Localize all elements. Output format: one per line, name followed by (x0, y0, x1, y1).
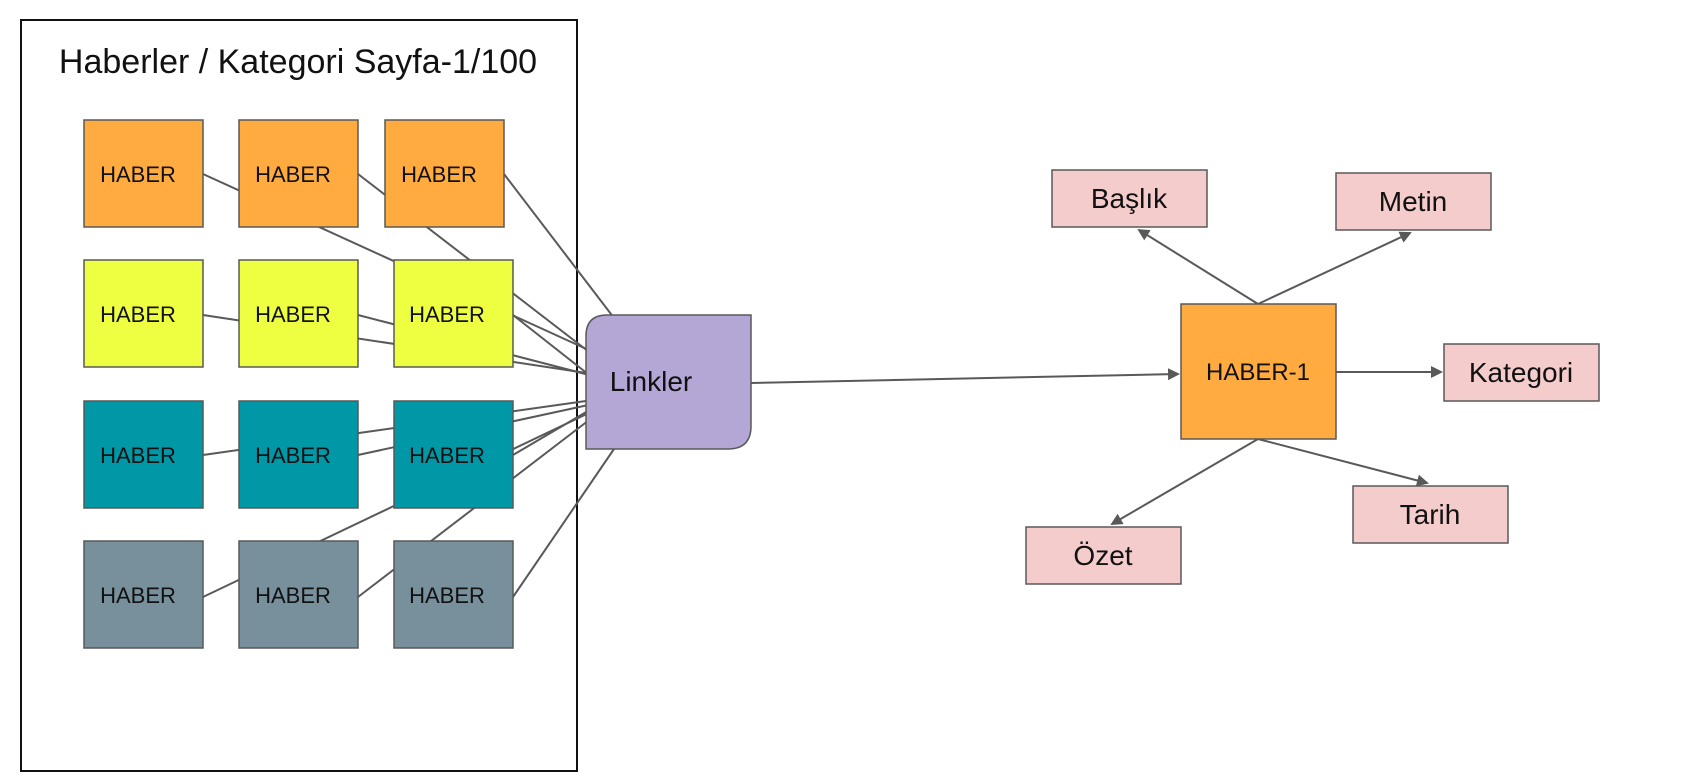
news-tile-label: HABER (255, 583, 331, 608)
news-tile-r4-c3[interactable] (393, 540, 514, 649)
property-label-tarih: Tarih (1400, 499, 1461, 530)
tile-to-hub-connector-6 (512, 314, 594, 379)
links-hub-node[interactable] (585, 314, 752, 450)
tile-to-hub-connector-12 (512, 448, 615, 598)
page-title: Haberler / Kategori Sayfa-1/100 (59, 43, 537, 81)
property-node-baslik[interactable] (1051, 169, 1208, 228)
news-tile-r2-c1[interactable] (83, 259, 204, 368)
news-tile-label: HABER (100, 583, 176, 608)
property-node-tarih[interactable] (1352, 485, 1509, 544)
main-to-baslik-connector (1137, 228, 1259, 305)
news-tile-r1-c1[interactable] (83, 119, 204, 228)
links-hub-label: Linkler (610, 366, 692, 397)
news-tile-label: HABER (401, 162, 477, 187)
property-label-kategori: Kategori (1469, 357, 1573, 388)
property-label-baslik: Başlık (1091, 183, 1168, 214)
property-node-metin[interactable] (1335, 172, 1492, 231)
news-tile-r2-c2[interactable] (238, 259, 359, 368)
news-tile-r3-c1[interactable] (83, 400, 204, 509)
property-label-ozet: Özet (1073, 540, 1132, 571)
main-news-node[interactable] (1180, 303, 1337, 440)
news-tiles-grid: HABER HABER HABER HABER HABER HABER HABE… (83, 119, 514, 649)
main-to-metin-connector (1257, 231, 1412, 305)
main-to-tarih-connector (1257, 438, 1429, 487)
news-tile-r3-c2[interactable] (238, 400, 359, 509)
tile-to-hub-connector-9 (512, 407, 594, 456)
news-tile-label: HABER (255, 443, 331, 468)
news-tile-label: HABER (100, 162, 176, 187)
news-tile-r1-c3[interactable] (384, 119, 505, 228)
main-news-label: HABER-1 (1206, 359, 1310, 386)
news-tile-label: HABER (409, 443, 485, 468)
news-tile-label: HABER (409, 302, 485, 327)
property-node-kategori[interactable] (1443, 343, 1600, 402)
news-tile-label: HABER (255, 162, 331, 187)
news-tile-r3-c3[interactable] (393, 400, 514, 509)
tile-to-hub-connector-3 (503, 173, 615, 319)
main-to-ozet-connector (1110, 438, 1259, 526)
news-tile-r2-c3[interactable] (393, 259, 514, 368)
news-tile-label: HABER (255, 302, 331, 327)
property-node-ozet[interactable] (1025, 526, 1182, 585)
news-tile-r1-c2[interactable] (238, 119, 359, 228)
property-label-metin: Metin (1379, 186, 1447, 217)
news-tile-r4-c1[interactable] (83, 540, 204, 649)
news-tile-label: HABER (100, 302, 176, 327)
hub-to-main-connector (750, 368, 1180, 384)
news-tile-r4-c2[interactable] (238, 540, 359, 649)
news-tile-label: HABER (409, 583, 485, 608)
news-tile-label: HABER (100, 443, 176, 468)
